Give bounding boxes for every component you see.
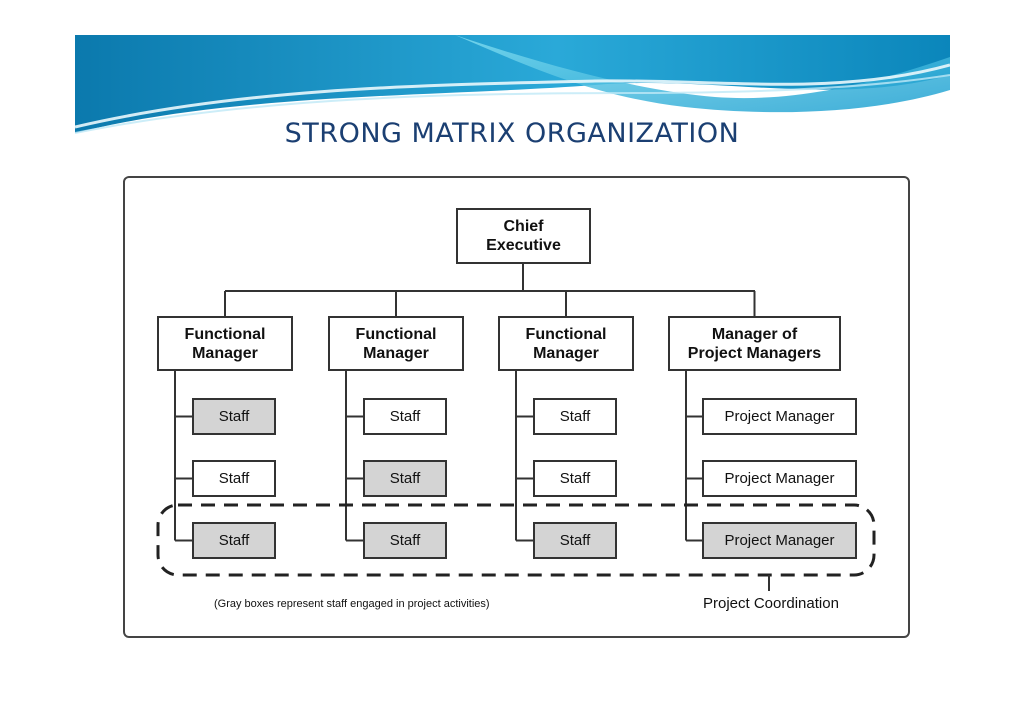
functional-manager-box-1: Functional Manager bbox=[157, 316, 293, 371]
slide-title: STRONG MATRIX ORGANIZATION bbox=[284, 118, 740, 149]
staff-box-c2-r1: Staff bbox=[363, 398, 447, 435]
staff-box-c2-r2: Staff bbox=[363, 460, 447, 497]
staff-box-c2-r3: Staff bbox=[363, 522, 447, 559]
project-manager-box-c4-r1: Project Manager bbox=[702, 398, 857, 435]
chief-executive-box: Chief Executive bbox=[456, 208, 591, 264]
gray-box-caption: (Gray boxes represent staff engaged in p… bbox=[214, 598, 490, 610]
manager-of-project-managers-box: Manager of Project Managers bbox=[668, 316, 841, 371]
staff-box-c3-r2: Staff bbox=[533, 460, 617, 497]
project-coordination-dashed-outline bbox=[156, 503, 876, 577]
project-manager-box-c4-r2: Project Manager bbox=[702, 460, 857, 497]
staff-box-c1-r3: Staff bbox=[192, 522, 276, 559]
functional-manager-box-3: Functional Manager bbox=[498, 316, 634, 371]
project-manager-box-c4-r3: Project Manager bbox=[702, 522, 857, 559]
staff-box-c3-r1: Staff bbox=[533, 398, 617, 435]
staff-box-c1-r2: Staff bbox=[192, 460, 276, 497]
project-coordination-label: Project Coordination bbox=[703, 595, 839, 612]
slide-banner bbox=[75, 35, 950, 134]
staff-box-c1-r1: Staff bbox=[192, 398, 276, 435]
functional-manager-box-2: Functional Manager bbox=[328, 316, 464, 371]
staff-box-c3-r3: Staff bbox=[533, 522, 617, 559]
